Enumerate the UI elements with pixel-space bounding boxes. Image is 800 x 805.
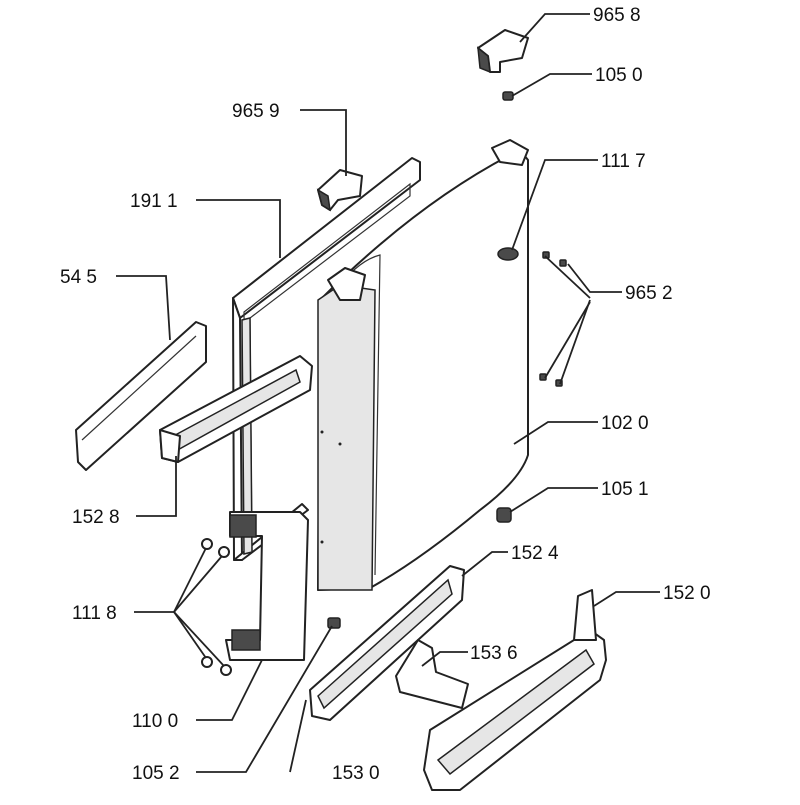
leader-1530 [289, 699, 307, 773]
callout-9659: 965 9 [232, 101, 280, 122]
leader-1520 [593, 591, 660, 607]
leader-lines [116, 13, 660, 773]
part-outer-door [317, 139, 529, 591]
part-bottle-shelf [423, 589, 607, 791]
leader-1911 [196, 199, 281, 258]
callout-545: 54 5 [60, 267, 97, 288]
leader-1118 [134, 547, 207, 613]
callout-1052: 105 2 [132, 763, 180, 784]
callout-1050: 105 0 [595, 65, 643, 86]
callout-9652: 965 2 [625, 283, 673, 304]
leader-1536 [421, 651, 468, 667]
callout-1117: 111 7 [601, 151, 646, 172]
leader-1524 [461, 551, 508, 577]
leader-9659 [300, 109, 347, 176]
part-upper-door-shelf [159, 355, 313, 463]
part-inner-panel [75, 321, 207, 471]
leader-9658 [519, 13, 590, 43]
callout-1530: 153 0 [332, 763, 380, 784]
callout-1524: 152 4 [511, 543, 559, 564]
part-lower-door-shelf [309, 565, 465, 721]
part-door-gasket [232, 157, 421, 561]
part-door-handle [225, 511, 309, 661]
part-screw-bottom [327, 617, 341, 629]
part-top-hinge-bracket [477, 29, 529, 74]
part-plug-right [496, 507, 512, 523]
callout-1020: 102 0 [601, 413, 649, 434]
callout-1911: 191 1 [130, 191, 178, 212]
leader-1100 [196, 659, 263, 721]
callout-1100: 110 0 [132, 711, 178, 732]
part-screw-top [502, 91, 514, 101]
leader-9652 [567, 263, 622, 293]
leader-1051 [509, 487, 598, 513]
leader-1052 [196, 625, 333, 773]
callout-9658: 965 8 [593, 5, 641, 26]
leader-1020 [513, 421, 598, 445]
callout-1528: 152 8 [72, 507, 120, 528]
leader-545 [116, 275, 171, 341]
callout-1536: 153 6 [470, 643, 518, 664]
callout-1520: 152 0 [663, 583, 711, 604]
part-fasteners-left [201, 538, 232, 676]
leader-1117 [511, 159, 598, 251]
callout-1118: 111 8 [72, 603, 117, 624]
leader-1528 [136, 456, 177, 517]
callout-labels: 965 8 105 0 965 9 111 7 191 1 54 5 965 2… [60, 5, 711, 784]
leader-1050 [511, 73, 592, 97]
part-shelf-divider [395, 639, 469, 709]
part-hinge-cap [316, 169, 363, 212]
callout-1051: 105 1 [601, 479, 649, 500]
